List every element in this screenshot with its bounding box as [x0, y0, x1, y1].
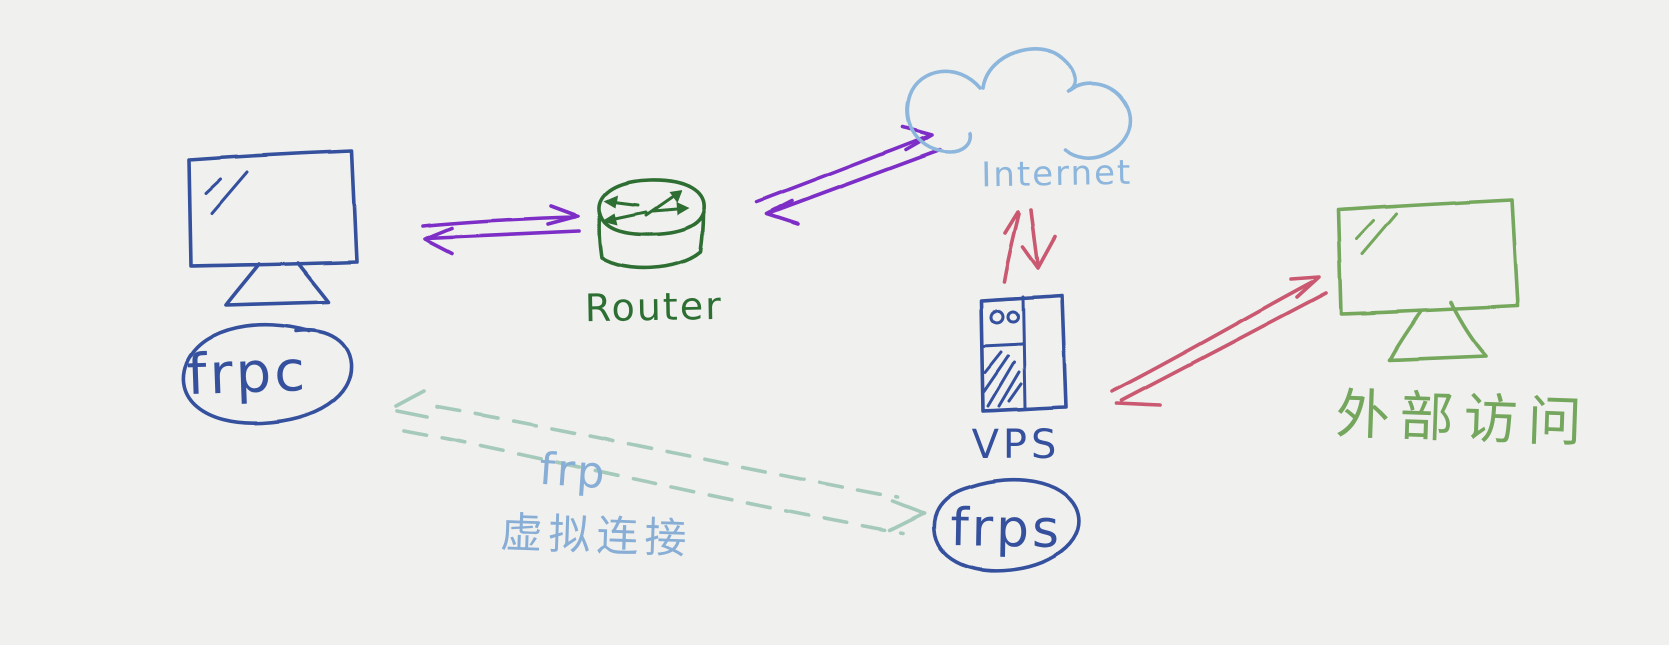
client-monitor-stand: [224, 261, 331, 307]
internet-label: Internet: [981, 153, 1133, 196]
arrow-internet-vps: [1002, 208, 1057, 284]
vps-server-icon: [979, 294, 1068, 413]
arrow-pc-router: [421, 204, 581, 255]
frpc-ellipse: [181, 322, 353, 425]
router-top-ellipse: [597, 178, 706, 236]
vps-server-shelf-line: [980, 342, 1025, 348]
router-body: [597, 212, 705, 270]
vps-server-led: [989, 309, 1005, 325]
external-monitor-reflection-icon: [1354, 212, 1398, 256]
router-icon: [597, 178, 706, 270]
frps-label: frps: [950, 498, 1063, 560]
vps-server-divider: [1021, 295, 1027, 410]
arrow-router-internet: [755, 125, 942, 226]
vps-server-vent-hatching: [982, 350, 1023, 408]
external-monitor-screen: [1336, 198, 1520, 316]
external-monitor-stand: [1388, 301, 1488, 362]
arrow-vps-external: [1110, 275, 1328, 407]
virtual-link-dashed-line: [394, 389, 926, 535]
external-monitor-icon: [1336, 198, 1520, 362]
virtual-link-label-line2: 虚拟连接: [500, 508, 694, 564]
frpc-label: frpc: [186, 339, 309, 408]
vps-label: VPS: [972, 422, 1061, 468]
virtual-link-label-line1: frp: [538, 444, 609, 500]
router-label: Router: [584, 284, 723, 330]
router-port-arrows-icon: [602, 190, 689, 225]
internet-cloud-icon: [905, 47, 1133, 160]
vps-server-led: [1006, 310, 1020, 324]
client-pc-monitor-icon: [187, 149, 359, 307]
client-monitor-reflection-icon: [204, 170, 249, 215]
client-monitor-screen: [187, 149, 359, 268]
external-access-label: 外部访问: [1335, 383, 1593, 455]
vps-server-case: [979, 294, 1068, 413]
frps-ellipse: [932, 478, 1081, 573]
